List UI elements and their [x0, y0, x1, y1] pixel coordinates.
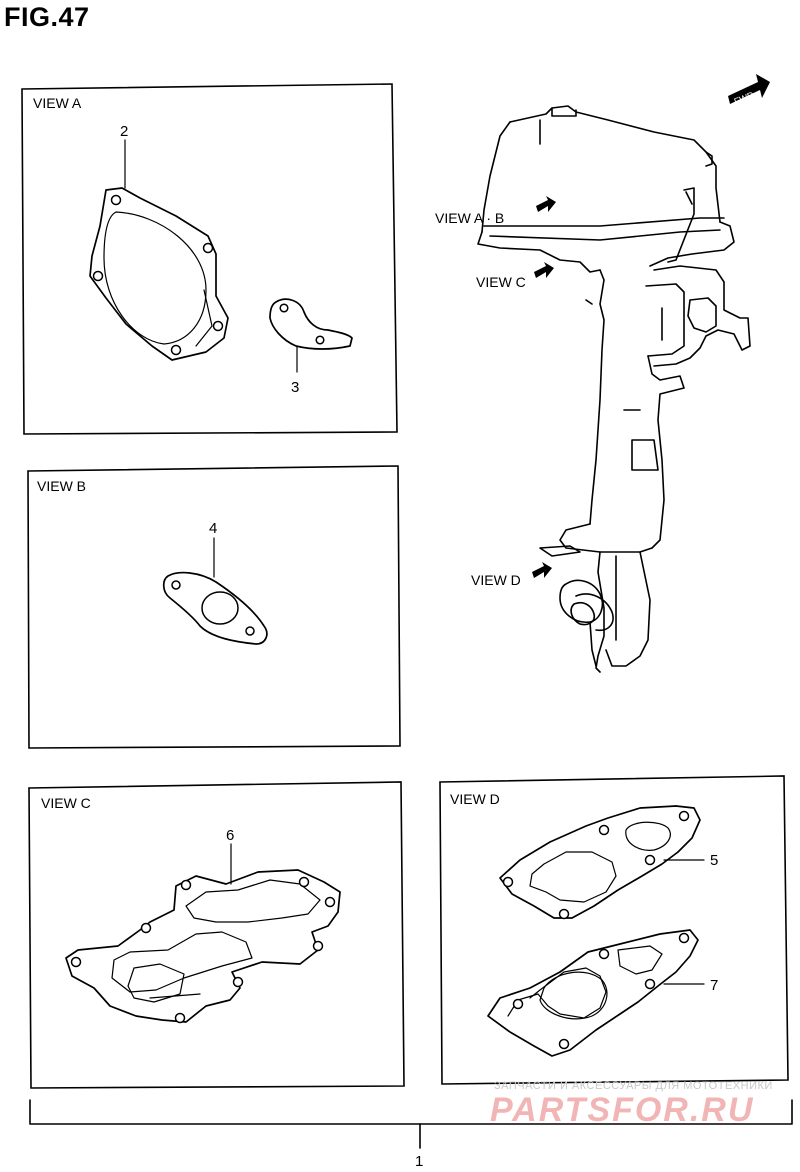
- callout-view-ab: VIEW A · B: [435, 210, 504, 226]
- arrow-view-c-icon: [534, 262, 554, 278]
- view-d-label: VIEW D: [450, 791, 500, 807]
- part-number-6: 6: [226, 827, 234, 844]
- watermark-brand: PARTSFOR.RU: [490, 1091, 754, 1129]
- watermark: ЗАПЧАСТИ И АКСЕССУАРЫ ДЛЯ МОТОТЕХНИКИ PA…: [490, 1080, 773, 1129]
- gasket-part-3[interactable]: [269, 298, 353, 350]
- arrow-view-ab-icon: [536, 196, 556, 212]
- part-number-1: 1: [415, 1153, 423, 1170]
- view-a-panel: VIEW A 2 3: [21, 83, 398, 435]
- gasket-part-7[interactable]: [487, 929, 699, 1057]
- part-number-2: 2: [120, 123, 128, 140]
- watermark-tagline: ЗАПЧАСТИ И АКСЕССУАРЫ ДЛЯ МОТОТЕХНИКИ: [494, 1080, 773, 1092]
- kit-bracket: 1: [29, 1099, 793, 1170]
- gasket-part-4[interactable]: [162, 571, 268, 645]
- part-number-3: 3: [291, 379, 299, 396]
- callout-view-d: VIEW D: [471, 572, 521, 588]
- fwd-arrow-icon: FWD: [728, 74, 770, 107]
- gasket-part-5[interactable]: [499, 805, 701, 920]
- part-number-4: 4: [209, 520, 217, 537]
- view-b-label: VIEW B: [37, 478, 86, 494]
- view-a-label: VIEW A: [33, 95, 82, 111]
- figure-title: FIG.47: [4, 2, 90, 32]
- gasket-part-2[interactable]: [89, 187, 229, 361]
- view-c-label: VIEW C: [41, 795, 91, 811]
- fwd-label: FWD: [733, 89, 756, 106]
- view-b-panel: VIEW B 4: [27, 465, 401, 749]
- view-c-panel: VIEW C 6: [28, 781, 405, 1089]
- part-number-5: 5: [710, 852, 718, 869]
- arrow-view-d-icon: [532, 562, 552, 578]
- outboard-motor-illustration: FWD: [435, 74, 770, 673]
- part-number-7: 7: [710, 977, 718, 994]
- gasket-part-6[interactable]: [65, 869, 341, 1024]
- callout-view-c: VIEW C: [476, 274, 526, 290]
- view-d-panel: VIEW D 5 7: [439, 775, 789, 1085]
